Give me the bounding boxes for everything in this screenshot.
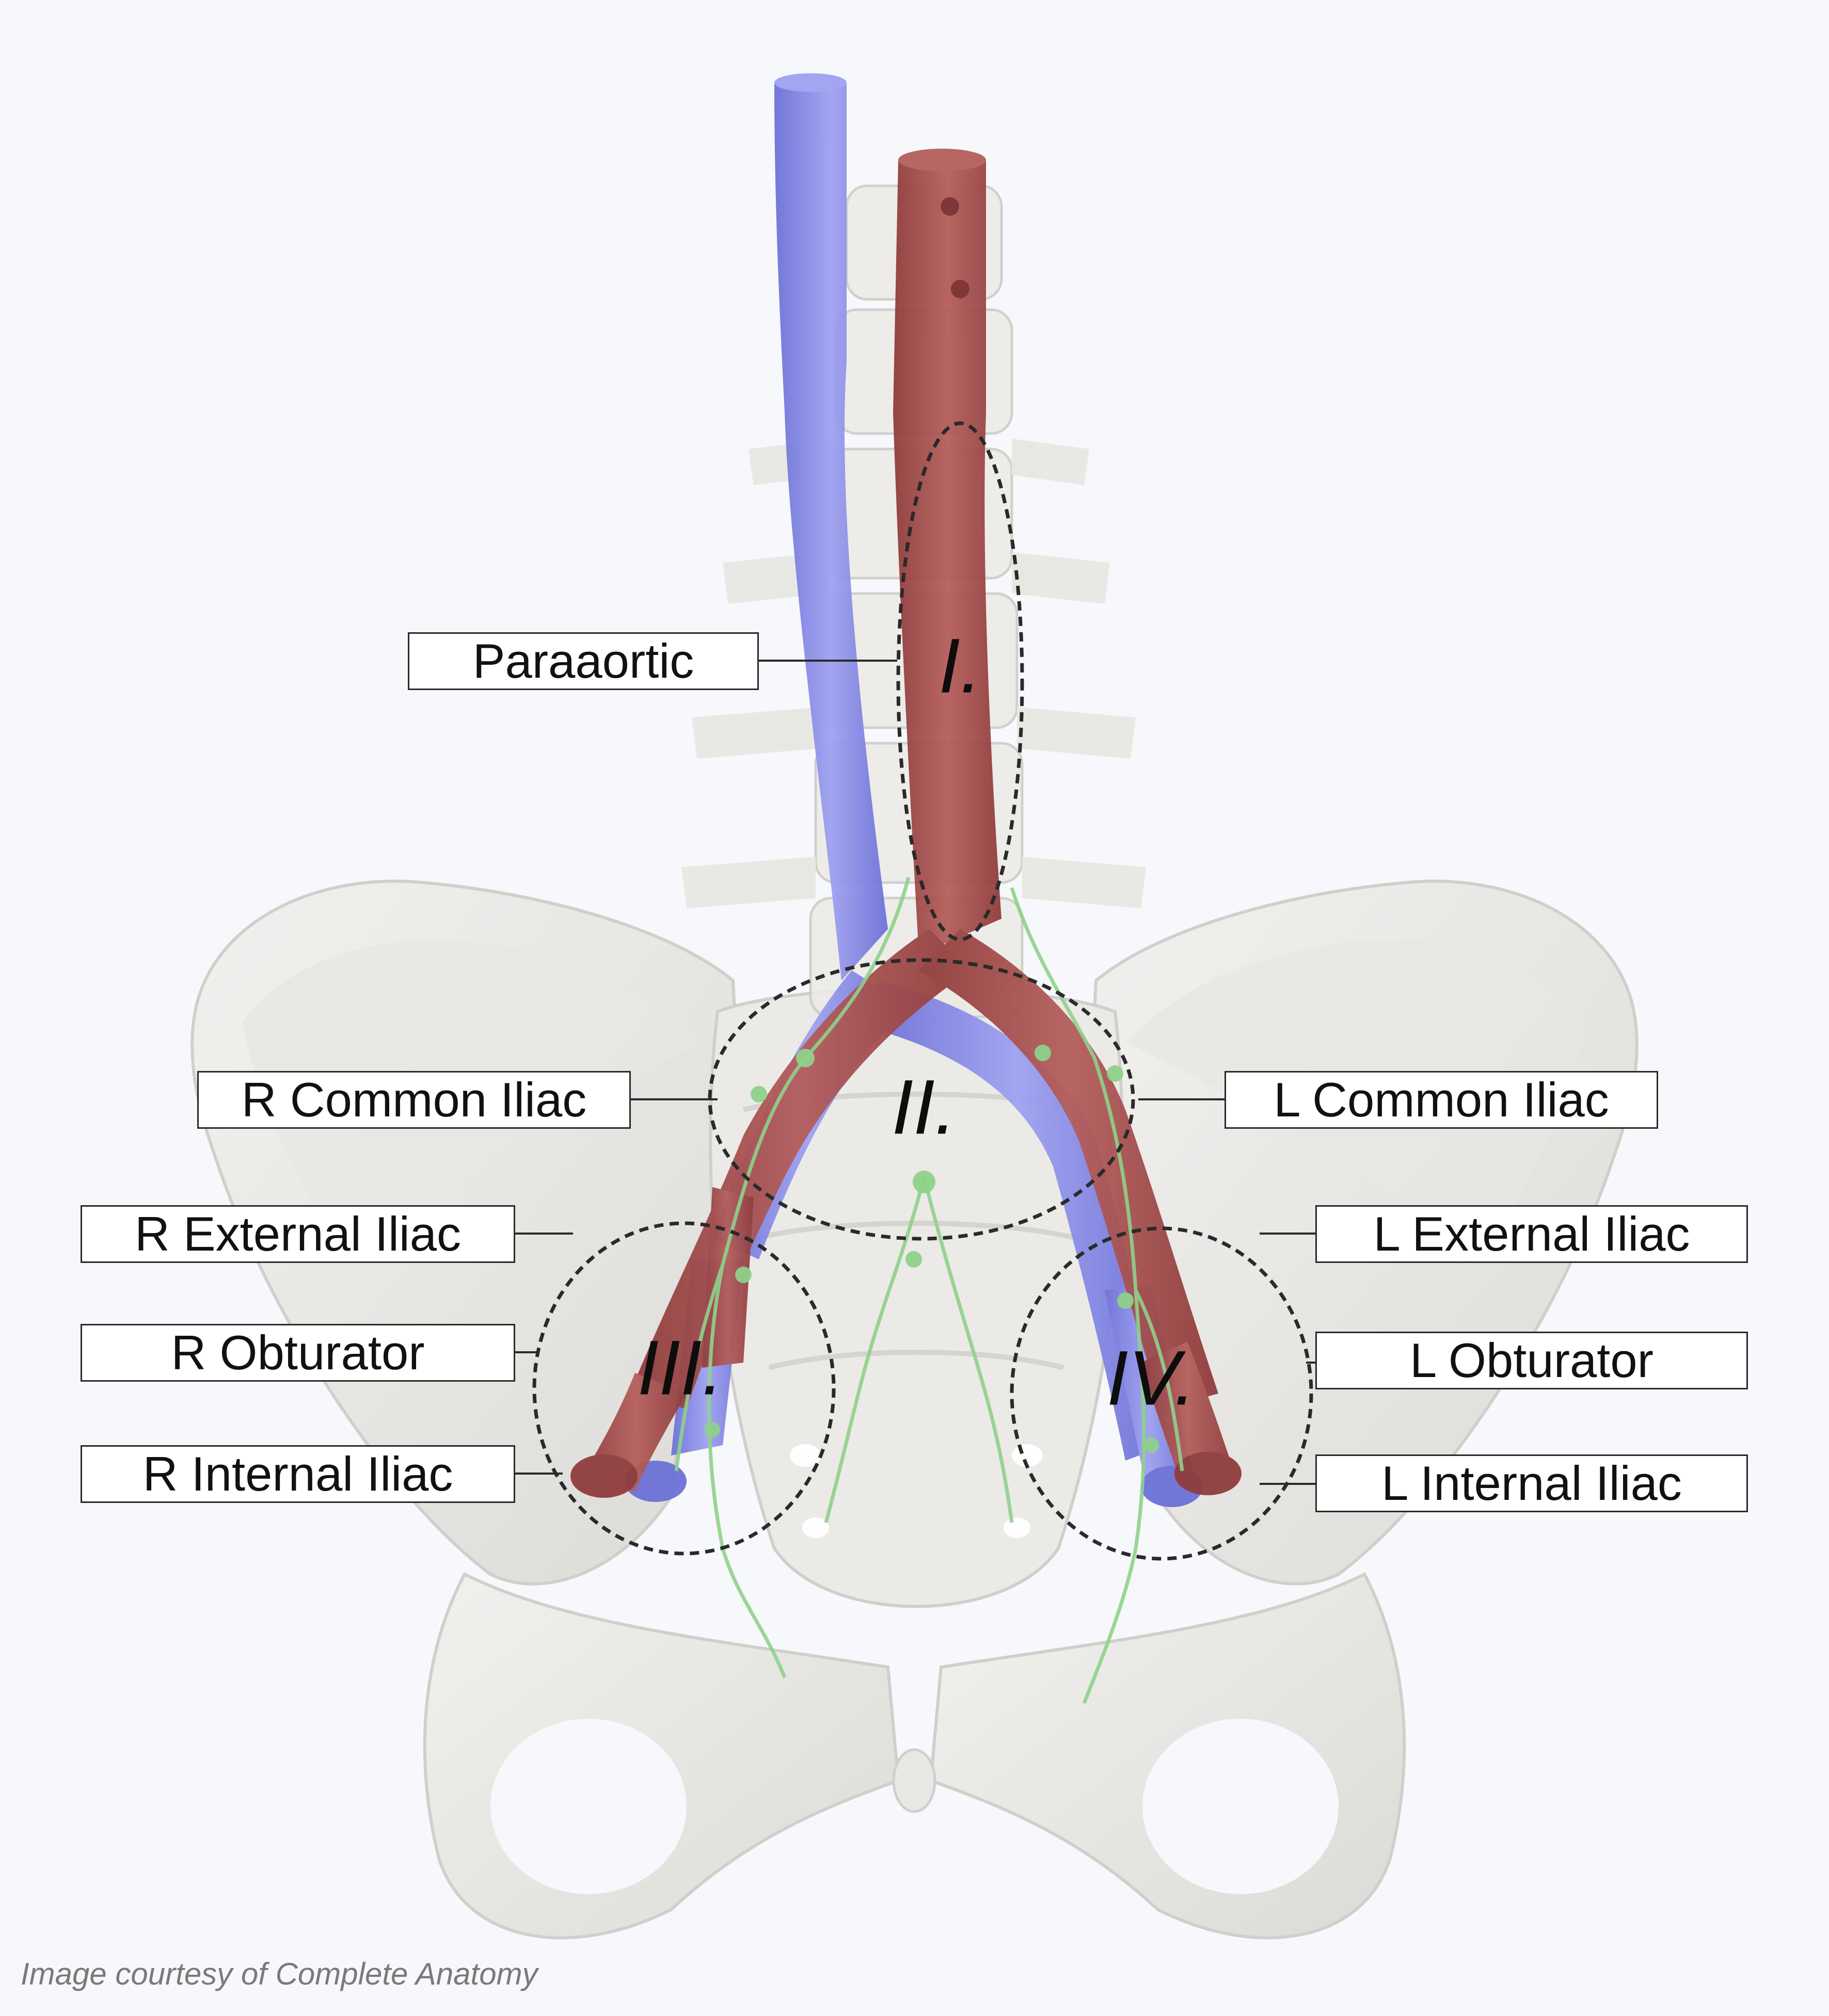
abdominal-aorta (893, 160, 1001, 955)
lymph-nodes (705, 1045, 1159, 1453)
label-r-common-iliac: R Common Iliac (197, 1071, 631, 1129)
region-outlines (532, 421, 1313, 1561)
label-r-external-iliac: R External Iliac (81, 1205, 515, 1263)
region-IV-label: IV. (1106, 1334, 1196, 1421)
label-l-internal-iliac: L Internal Iliac (1315, 1454, 1748, 1512)
pelvis (190, 879, 1639, 1940)
region-IV-outline (1010, 1226, 1313, 1561)
lymphatic-vessels (674, 877, 1184, 1704)
region-I-outline (896, 421, 1024, 941)
left-common-iliac-artery (919, 929, 1218, 1409)
label-l-obturator: L Obturator (1315, 1332, 1748, 1389)
region-I-label: I. (939, 622, 982, 709)
leader-lines (515, 660, 1315, 1485)
region-III-label: III. (637, 1324, 724, 1411)
label-paraaortic: Paraaortic (408, 632, 759, 690)
inferior-vena-cava (774, 83, 888, 981)
left-external-iliac-artery (1141, 1342, 1234, 1486)
image-credit: Image courtesy of Complete Anatomy (21, 1957, 538, 1991)
label-r-obturator: R Obturator (81, 1324, 515, 1382)
label-l-common-iliac: L Common Iliac (1224, 1071, 1658, 1129)
region-II-label: II. (892, 1063, 957, 1150)
region-II-outline (708, 958, 1135, 1241)
label-r-internal-iliac: R Internal Iliac (81, 1445, 515, 1503)
label-l-external-iliac: L External Iliac (1315, 1205, 1748, 1263)
region-III-outline (532, 1221, 836, 1556)
